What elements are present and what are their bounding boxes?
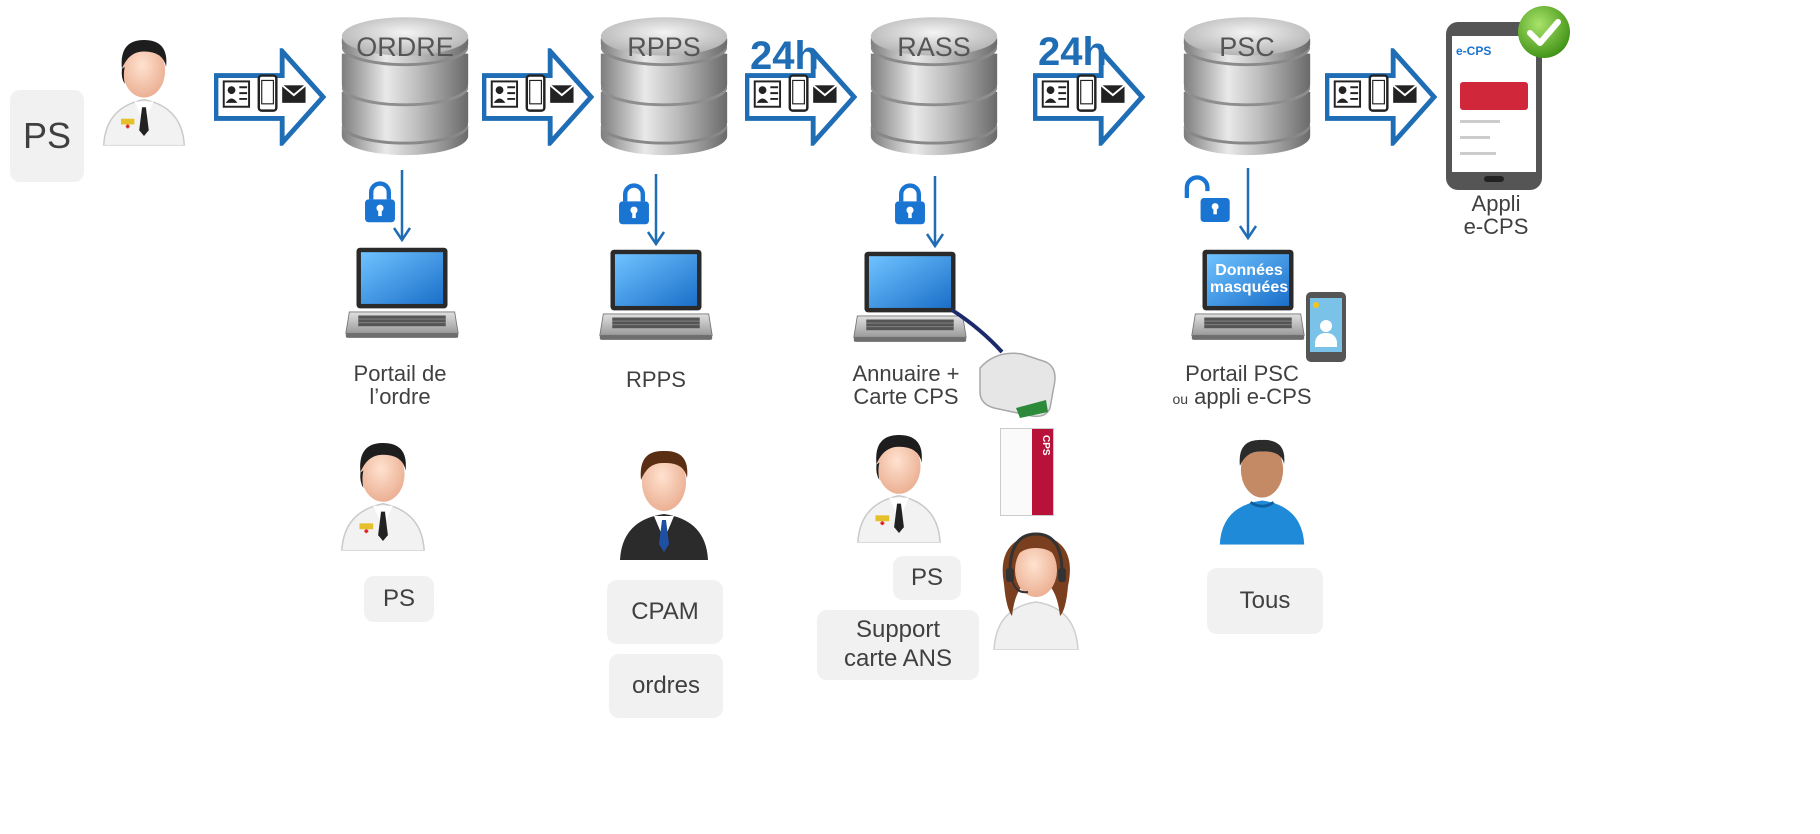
doctor-icon bbox=[96, 28, 192, 148]
portal-caption-rass: Annuaire + Carte CPS bbox=[852, 361, 960, 409]
data-flow-arrow-5 bbox=[1325, 48, 1437, 146]
delay-label-2: 24h bbox=[1038, 30, 1107, 74]
cps-card-label: CPS bbox=[1040, 435, 1051, 456]
down-arrow-rass bbox=[925, 176, 945, 249]
portal-caption-psc: Portail PSC ou appli e-CPS bbox=[1172, 361, 1312, 409]
phone-field bbox=[1460, 120, 1500, 123]
portal-caption-rpps: RPPS bbox=[626, 367, 686, 392]
card-reader-cable bbox=[950, 308, 1004, 354]
database-label: RASS bbox=[897, 32, 971, 62]
data-flow-arrow-1 bbox=[214, 48, 326, 146]
laptop-icon bbox=[598, 246, 714, 348]
lock-closed-icon bbox=[616, 182, 652, 226]
down-arrow-rpps bbox=[646, 174, 666, 247]
database-label: PSC bbox=[1219, 32, 1275, 62]
down-arrow-ordre bbox=[392, 170, 412, 243]
phone-app-brand: e-CPS bbox=[1456, 44, 1492, 58]
user-badge-cpam: CPAM bbox=[607, 580, 723, 644]
user-badge-ps: PS bbox=[364, 576, 434, 622]
businessman-icon bbox=[614, 438, 714, 562]
check-icon bbox=[1518, 6, 1570, 58]
lock-closed-icon bbox=[892, 182, 928, 226]
doctor-icon bbox=[334, 432, 432, 552]
support-agent-icon bbox=[986, 520, 1086, 650]
portal-caption-ordre: Portail de l’ordre bbox=[353, 361, 447, 409]
data-flow-arrow-2 bbox=[482, 48, 594, 146]
app-caption: Appli e-CPS bbox=[1463, 191, 1529, 239]
lock-closed-icon bbox=[362, 180, 398, 224]
doctor-icon bbox=[850, 424, 948, 544]
user-badge-ps-rass: PS bbox=[893, 556, 961, 600]
database-rpps: RPPS bbox=[597, 12, 731, 168]
down-arrow-psc bbox=[1238, 168, 1258, 241]
masked-data-label: Données masquées bbox=[1209, 262, 1289, 296]
phone-screen: e-CPS bbox=[1452, 36, 1536, 172]
database-psc: PSC bbox=[1180, 12, 1314, 168]
database-rass: RASS bbox=[867, 12, 1001, 168]
phone-home-button bbox=[1484, 176, 1504, 182]
database-label: RPPS bbox=[627, 32, 701, 62]
phone-red-banner bbox=[1460, 82, 1528, 110]
laptop-icon bbox=[344, 244, 460, 346]
person-icon bbox=[1214, 424, 1310, 550]
user-badge-support: Support carte ANS bbox=[817, 610, 979, 680]
delay-label-1: 24h bbox=[750, 34, 819, 78]
card-reader-icon bbox=[979, 352, 1056, 418]
start-ps-badge: PS bbox=[10, 90, 84, 182]
lock-open-icon bbox=[1180, 172, 1240, 224]
small-phone-icon bbox=[1306, 292, 1346, 362]
phone-field bbox=[1460, 136, 1490, 139]
phone-field bbox=[1460, 152, 1496, 155]
cps-card: CPS bbox=[1000, 428, 1054, 516]
database-ordre: ORDRE bbox=[338, 12, 472, 168]
database-label: ORDRE bbox=[356, 32, 454, 62]
user-badge-ordres: ordres bbox=[609, 654, 723, 718]
user-badge-tous: Tous bbox=[1207, 568, 1323, 634]
